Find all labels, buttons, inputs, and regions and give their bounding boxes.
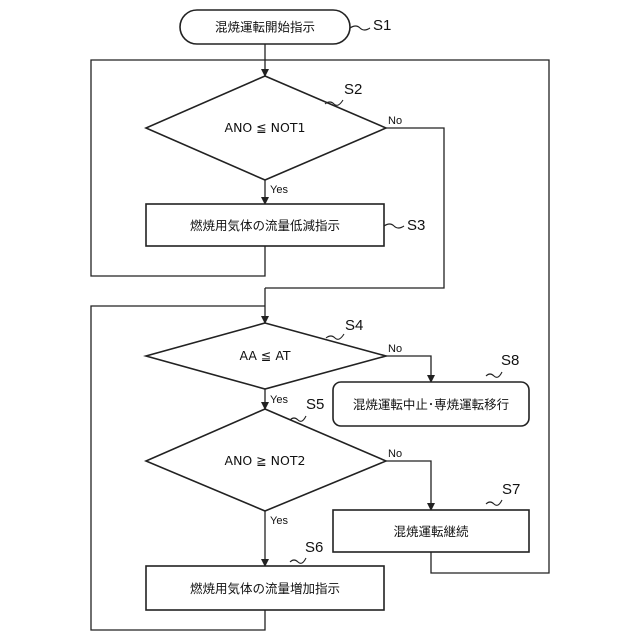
process-s6-label: 燃焼用気体の流量増加指示 [190, 581, 340, 596]
step-s4-label: S4 [345, 317, 363, 334]
node-start: 混焼運転開始指示 [180, 10, 350, 44]
branch-s2-no: No [388, 115, 402, 127]
step-s2-label: S2 [344, 81, 362, 98]
step-s7-leader [486, 500, 502, 505]
branch-s2-yes: Yes [270, 184, 288, 196]
process-s3-label: 燃焼用気体の流量低減指示 [190, 218, 340, 233]
step-s4-leader [326, 334, 344, 339]
branch-s4-no: No [388, 343, 402, 355]
step-s5-label: S5 [306, 396, 324, 413]
decision-s4-label: AA ≦ AT [239, 348, 290, 363]
branch-s5-yes: Yes [270, 515, 288, 527]
branch-s5-no: No [388, 448, 402, 460]
branch-s4-yes: Yes [270, 394, 288, 406]
step-s6-label: S6 [305, 539, 323, 556]
node-reduce-flow: 燃焼用気体の流量低減指示 [146, 204, 384, 246]
arrow-s4-no-to-s8 [386, 356, 431, 382]
node-continue-mixed: 混焼運転継続 [333, 510, 529, 552]
step-s7-label: S7 [502, 481, 520, 498]
node-increase-flow: 燃焼用気体の流量増加指示 [146, 566, 384, 610]
step-s1-label: S1 [373, 17, 391, 34]
arrow-s5-no-to-s7 [386, 461, 431, 510]
node-stop-switch: 混焼運転中止･専焼運転移行 [333, 382, 529, 426]
process-s7-label: 混焼運転継続 [393, 524, 469, 539]
step-s6-leader [290, 558, 306, 563]
step-s1-leader [350, 26, 370, 30]
decision-s2-label: ANO ≦ NOT1 [225, 120, 306, 135]
terminal-s8-label: 混焼運転中止･専焼運転移行 [353, 397, 509, 412]
step-s8-label: S8 [501, 352, 519, 369]
step-s3-label: S3 [407, 217, 425, 234]
step-s3-leader [384, 224, 404, 228]
start-label: 混焼運転開始指示 [215, 20, 315, 35]
step-s8-leader [486, 372, 502, 377]
decision-s5-label: ANO ≧ NOT2 [225, 453, 306, 468]
